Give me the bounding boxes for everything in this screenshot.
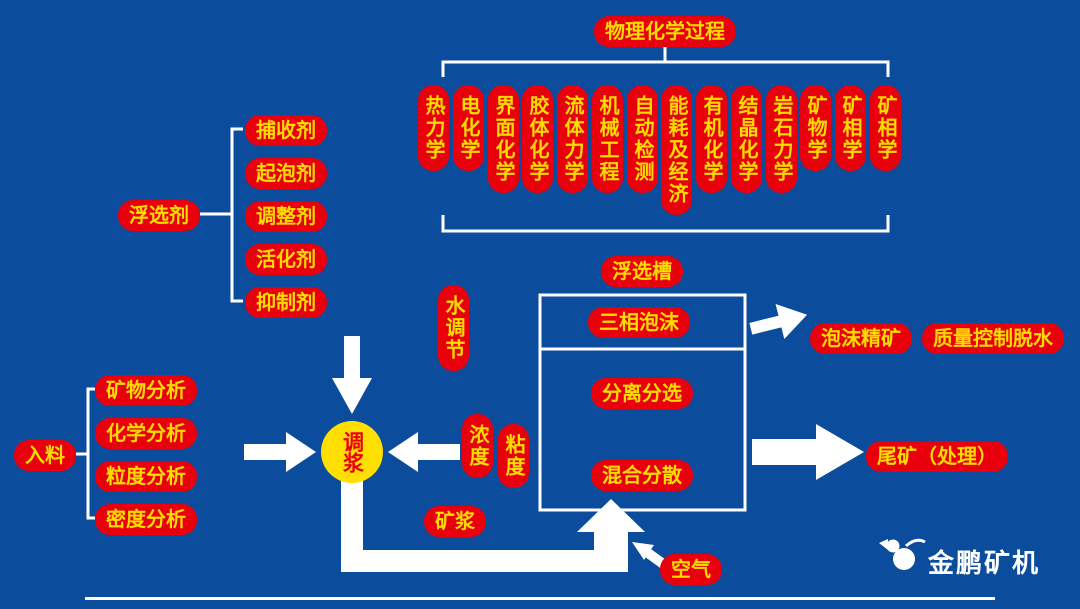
feed-chemical-analysis: 化学分析 [95, 418, 197, 449]
cell-mixing-label: 混合分散 [591, 460, 693, 491]
cell-label: 浮选槽 [601, 256, 683, 287]
arrow-feed-right-icon [244, 432, 316, 472]
feed-particle-size-analysis: 粒度分析 [95, 461, 197, 492]
arrow-froth-out-icon [749, 304, 808, 339]
viscosity-label: 粘度 [498, 424, 529, 488]
feed-mineral-analysis: 矿物分析 [95, 375, 197, 406]
cell-froth-label: 三相泡沫 [588, 307, 690, 338]
slurry-pipe-line [341, 476, 600, 572]
output-concentrate: 泡沫精矿 [810, 323, 912, 354]
slurry-label: 矿浆 [424, 506, 486, 537]
feed-density-analysis: 密度分析 [95, 504, 197, 535]
reagents-bracket [230, 127, 243, 303]
conditioning-node: 调浆 [321, 421, 383, 483]
reagent-frother: 起泡剂 [245, 158, 327, 189]
arrow-concentration-left-icon [388, 432, 460, 472]
disciplines-bottom-bracket [441, 215, 890, 233]
process-title: 物理化学过程 [594, 16, 736, 47]
concentration-label: 浓度 [462, 414, 493, 478]
discipline-mineralogy: 矿物学 [800, 85, 831, 171]
air-label: 空气 [660, 554, 722, 585]
brand-logo-icon [879, 538, 926, 570]
arrow-reagents-down-icon [332, 336, 372, 414]
reagents-label: 浮选剂 [118, 200, 200, 231]
output-tailings: 尾矿（处理） [866, 441, 1008, 472]
reagent-depressant: 抑制剂 [245, 287, 327, 318]
reagent-activator: 活化剂 [245, 244, 327, 275]
discipline-organic-chemistry: 有机化学 [696, 85, 727, 193]
arrow-tailings-out-icon [752, 424, 864, 480]
discipline-fluid-mechanics: 流体力学 [557, 85, 588, 193]
cell-separation-label: 分离分选 [591, 378, 693, 409]
discipline-mineragraphy-2: 矿相学 [870, 85, 901, 171]
bottom-divider [85, 597, 995, 600]
discipline-energy-economy: 能耗及经济 [661, 85, 692, 215]
water-adjust-label: 水调节 [438, 285, 469, 371]
reagent-regulator: 调整剂 [245, 201, 327, 232]
reagent-collector: 捕收剂 [245, 115, 327, 146]
discipline-thermodynamics: 热力学 [418, 85, 449, 171]
flotation-cell-box [538, 293, 747, 512]
brand-name: 金鹏矿机 [928, 549, 1041, 579]
feed-label: 入料 [14, 440, 76, 471]
discipline-mineragraphy-1: 矿相学 [835, 85, 866, 171]
arrow-air-icon [632, 542, 654, 560]
arrow-slurry-up-icon [577, 499, 645, 572]
discipline-rock-mechanics: 岩石力学 [766, 85, 797, 193]
discipline-colloid-chemistry: 胶体化学 [522, 85, 553, 193]
disciplines-top-bracket [441, 60, 890, 77]
feed-bracket [86, 387, 95, 520]
discipline-crystal-chemistry: 结晶化学 [731, 85, 762, 193]
discipline-mechanical-engineering: 机械工程 [592, 85, 623, 193]
output-dewatering: 质量控制脱水 [922, 323, 1064, 354]
discipline-electrochemistry: 电化学 [453, 85, 484, 171]
discipline-automatic-detection: 自动检测 [627, 85, 658, 193]
discipline-interface-chemistry: 界面化学 [488, 85, 519, 193]
